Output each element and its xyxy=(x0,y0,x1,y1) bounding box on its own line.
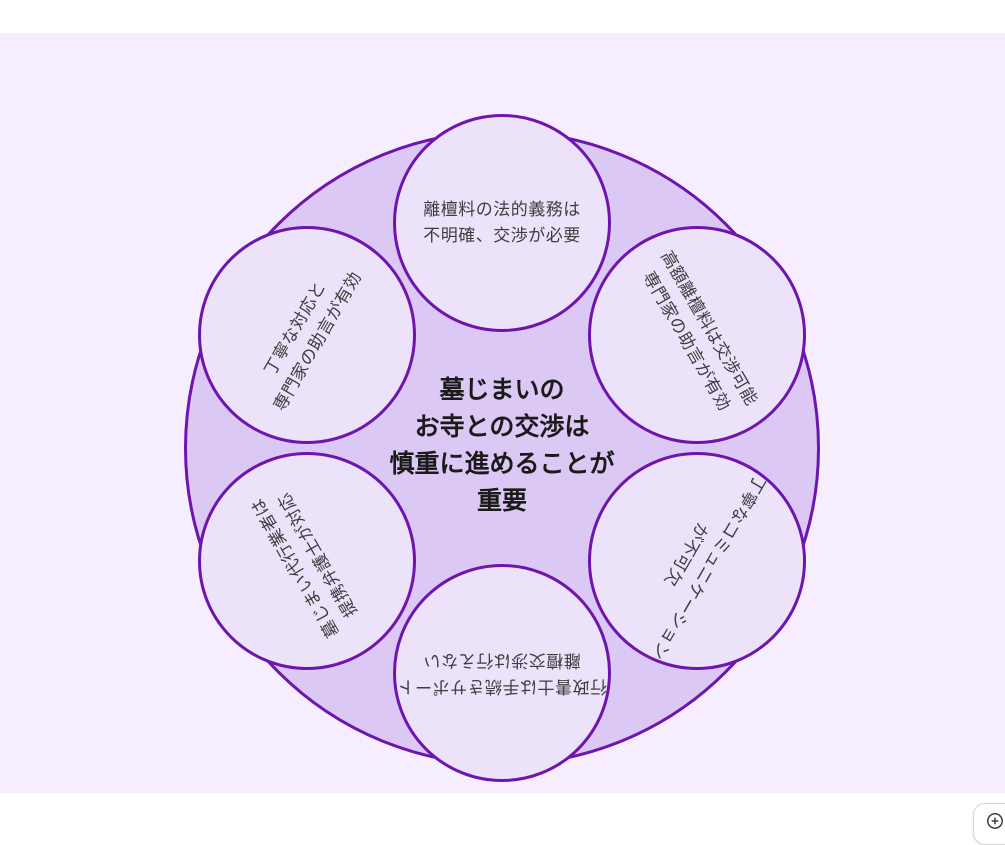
node-label-line: 離檀交渉は行えない xyxy=(423,651,581,670)
node-label-line: 行政書士は手続きサポート xyxy=(397,677,607,696)
node-bottom-label: 行政書士は手続きサポート 離檀交渉は行えない xyxy=(397,647,607,699)
center-title-line: 墓じまいの xyxy=(439,376,565,404)
node-label-line: 不明確、交渉が必要 xyxy=(423,226,581,245)
node-label-line: 離檀料の法的義務は xyxy=(423,200,581,219)
node-top-label: 離檀料の法的義務は 不明確、交渉が必要 xyxy=(423,197,581,249)
node-bottom-right-label: 丁寧なコミュニケーション が不可欠 xyxy=(622,457,772,665)
node-bottom-left: 墓じまい代行業者は 提携弁護士が対応 xyxy=(198,452,416,670)
node-bottom: 行政書士は手続きサポート 離檀交渉は行えない xyxy=(393,564,611,782)
node-top-left-label: 丁寧な対応と 専門家の助言が有効 xyxy=(245,254,369,416)
node-top-right-label: 高額離檀料は交渉可能 専門家の助言が有効 xyxy=(631,246,764,424)
center-title-line: 慎重に進めることが xyxy=(389,450,615,478)
node-bottom-right: 丁寧なコミュニケーション が不可欠 xyxy=(588,452,806,670)
center-title-line: お寺との交渉は xyxy=(414,413,590,441)
center-title-line: 重要 xyxy=(476,487,527,515)
node-bottom-left-label: 墓じまい代行業者は 提携弁護士が対応 xyxy=(245,480,369,642)
node-top: 離檀料の法的義務は 不明確、交渉が必要 xyxy=(393,114,611,332)
zoom-in-button[interactable] xyxy=(973,803,1005,845)
node-top-left: 丁寧な対応と 専門家の助言が有効 xyxy=(198,226,416,444)
diagram-center-title: 墓じまいの お寺との交渉は 慎重に進めることが 重要 xyxy=(302,372,702,520)
diagram-canvas: 墓じまいの お寺との交渉は 慎重に進めることが 重要 離檀料の法的義務は 不明確… xyxy=(0,33,1005,793)
node-top-right: 高額離檀料は交渉可能 専門家の助言が有効 xyxy=(588,226,806,444)
